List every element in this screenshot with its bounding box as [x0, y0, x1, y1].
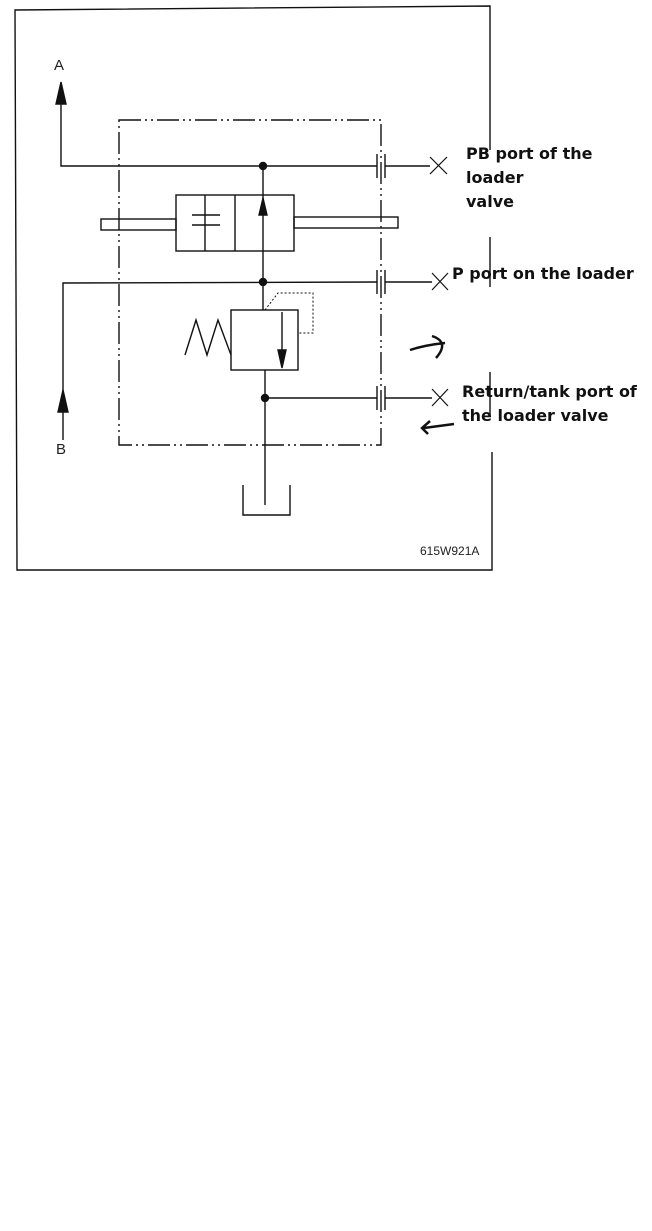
valve-boundary	[118, 119, 382, 446]
annotation-line: PB port of the loader	[466, 144, 593, 187]
annotation-line: valve	[466, 192, 514, 211]
directional-spool	[100, 194, 399, 252]
pb-port-annotation: PB port of the loader valve	[466, 142, 652, 214]
handwritten-arrow-icon	[420, 420, 455, 435]
port-couplings	[376, 154, 432, 410]
junction-dots	[258, 161, 270, 403]
return-port-annotation: Return/tank port of the loader valve	[462, 380, 637, 428]
p-port-annotation: P port on the loader	[452, 264, 634, 283]
handwritten-arrow-icon	[409, 334, 446, 359]
tank-icon	[242, 485, 291, 516]
annotation-line: Return/tank port of	[462, 382, 637, 401]
port-a-label: A	[54, 57, 65, 74]
outer-frame	[14, 5, 493, 571]
relief-valve	[184, 292, 314, 371]
plug-x-icon	[429, 156, 449, 407]
arrow-up-icon	[57, 389, 69, 413]
port-b-line	[57, 281, 378, 440]
port-b-label: B	[56, 441, 67, 458]
annotation-line: the loader valve	[462, 406, 609, 425]
figure-code: 615W921A	[420, 544, 480, 558]
port-a-line	[55, 81, 377, 167]
